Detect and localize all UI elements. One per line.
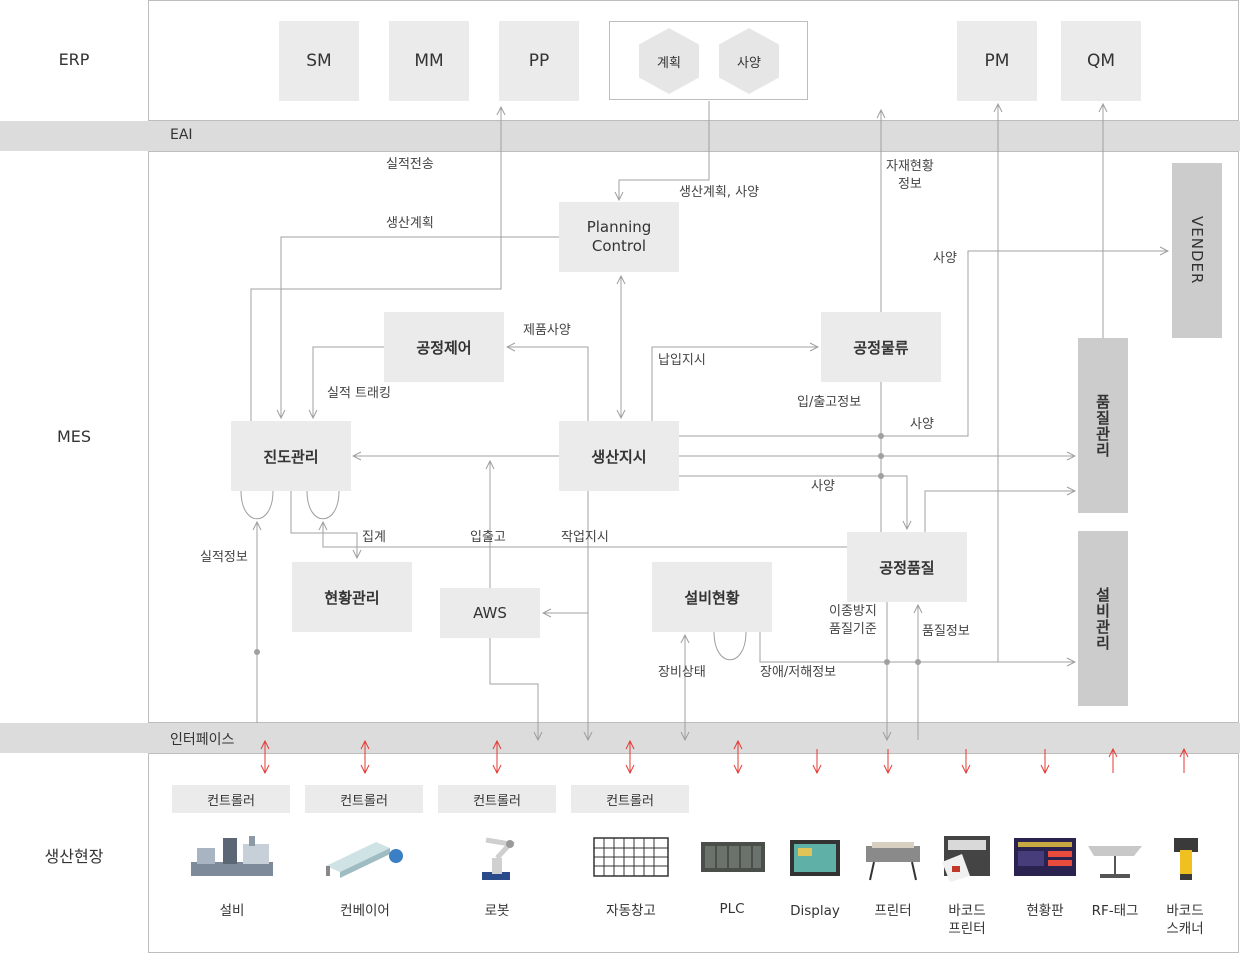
label-in-out-info: 입/출고정보 bbox=[797, 395, 862, 410]
label-spec-vender: 사양 bbox=[933, 251, 957, 266]
auto-warehouse-image bbox=[593, 837, 669, 877]
rf-tag-image bbox=[1088, 846, 1142, 878]
barcode-scanner-image bbox=[1174, 838, 1198, 880]
layer-label-erp: ERP bbox=[58, 50, 90, 69]
label-result-info: 실적정보 bbox=[200, 550, 248, 565]
device-label-display: Display bbox=[790, 903, 840, 919]
process-logistics-box: 공정물류 bbox=[821, 312, 941, 382]
erp-planning-group bbox=[609, 21, 808, 100]
erp-module-qm: QM bbox=[1061, 21, 1141, 101]
eai-band: EAI bbox=[0, 121, 1240, 151]
conveyor-image bbox=[326, 842, 403, 878]
erp-module-mm: MM bbox=[389, 21, 469, 101]
process-quality-box: 공정품질 bbox=[847, 532, 967, 602]
plc-image bbox=[701, 842, 765, 872]
progress-management-box: 진도관리 bbox=[231, 421, 351, 491]
controller-conveyor: 컨트롤러 bbox=[305, 785, 423, 813]
label-product-spec: 제품사양 bbox=[523, 323, 571, 338]
printer-image bbox=[866, 842, 920, 881]
equipment-status-box: 설비현황 bbox=[652, 562, 772, 632]
barcode-printer-image bbox=[942, 836, 990, 882]
erp-module-pm: PM bbox=[957, 21, 1037, 101]
controller-robot: 컨트롤러 bbox=[438, 785, 556, 813]
equipment-management-label: 설비관리 bbox=[1093, 586, 1112, 651]
label-production-plan: 생산계획 bbox=[386, 216, 434, 231]
equipment-image bbox=[191, 836, 273, 876]
quality-management-box: 품질관리 bbox=[1078, 338, 1128, 513]
controller-warehouse: 컨트롤러 bbox=[571, 785, 689, 813]
label-material-status: 자재현황 정보 bbox=[886, 159, 934, 193]
label-production-plan-spec: 생산계획, 사양 bbox=[679, 185, 760, 200]
device-label-status-board: 현황판 bbox=[1026, 903, 1064, 919]
label-spec-quality: 사양 bbox=[910, 417, 934, 432]
label-quality-info: 품질정보 bbox=[922, 624, 970, 639]
aws-box: AWS bbox=[440, 588, 540, 638]
display-image bbox=[790, 840, 840, 876]
device-label-robot: 로봇 bbox=[484, 903, 510, 919]
status-management-box: 현황관리 bbox=[292, 562, 412, 632]
label-result-tracking: 실적 트래킹 bbox=[327, 386, 391, 401]
device-label-equipment: 설비 bbox=[219, 903, 245, 919]
device-label-conveyor: 컨베이어 bbox=[340, 903, 390, 919]
layer-label-field: 생산현장 bbox=[44, 847, 104, 866]
device-label-printer: 프린터 bbox=[874, 903, 912, 919]
label-in-out: 입출고 bbox=[470, 530, 506, 545]
eai-label: EAI bbox=[170, 127, 193, 143]
device-label-barcode-printer: 바코드 프린터 bbox=[948, 903, 986, 937]
interface-band: 인터페이스 bbox=[0, 723, 1240, 753]
layer-label-mes: MES bbox=[56, 427, 92, 446]
process-control-box: 공정제어 bbox=[384, 312, 504, 382]
quality-management-label: 품질관리 bbox=[1093, 393, 1112, 458]
plan-hexagon: 계획 bbox=[639, 28, 699, 94]
label-work-order: 작업지시 bbox=[561, 530, 609, 545]
device-label-rf-tag: RF-태그 bbox=[1091, 903, 1139, 919]
planning-control-box: Planning Control bbox=[559, 202, 679, 272]
label-fault-info: 장애/저해정보 bbox=[760, 665, 837, 680]
interface-label: 인터페이스 bbox=[170, 732, 235, 748]
status-board-image bbox=[1014, 838, 1076, 876]
label-diff-prevention: 이종방지 품질기준 bbox=[829, 604, 877, 638]
production-order-box: 생산지시 bbox=[559, 421, 679, 491]
label-aggregate: 집계 bbox=[362, 530, 386, 545]
label-result-transfer: 실적전송 bbox=[386, 157, 434, 172]
device-label-auto-warehouse: 자동창고 bbox=[606, 903, 656, 919]
vender-label: VENDER bbox=[1188, 216, 1206, 285]
spec-hexagon: 사양 bbox=[719, 28, 779, 94]
device-label-barcode-scanner: 바코드 스캐너 bbox=[1166, 903, 1204, 937]
erp-module-pp: PP bbox=[499, 21, 579, 101]
planning-control-text: Planning Control bbox=[586, 217, 652, 256]
equipment-management-box: 설비관리 bbox=[1078, 531, 1128, 706]
label-spec-process-quality: 사양 bbox=[811, 479, 835, 494]
label-equipment-state: 장비상태 bbox=[658, 665, 706, 680]
vender-box: VENDER bbox=[1172, 163, 1222, 338]
erp-module-sm: SM bbox=[279, 21, 359, 101]
device-label-plc: PLC bbox=[719, 901, 745, 917]
robot-image bbox=[482, 837, 515, 880]
controller-equipment: 컨트롤러 bbox=[172, 785, 290, 813]
label-delivery-order: 납입지시 bbox=[658, 353, 706, 368]
